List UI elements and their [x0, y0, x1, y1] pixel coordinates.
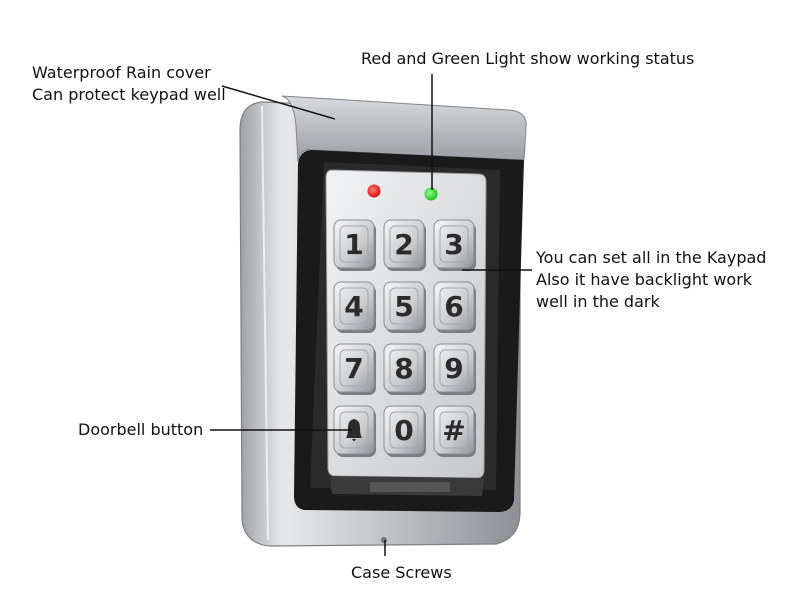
- key-2[interactable]: 2: [383, 219, 426, 271]
- lights-callout-text: Red and Green Light show working status: [361, 49, 695, 68]
- screws-callout: Case Screws: [351, 562, 452, 584]
- key-label: 5: [394, 290, 413, 323]
- key-9[interactable]: 9: [433, 343, 476, 395]
- key-7[interactable]: 7: [333, 343, 376, 395]
- key-label: 7: [344, 352, 363, 385]
- key-hash[interactable]: #: [433, 405, 476, 457]
- keypad-callout-line-3: well in the dark: [536, 292, 660, 311]
- bottom-slot: [370, 482, 450, 492]
- key-label: #: [442, 414, 465, 447]
- keypad-callout: You can set all in the Kaypad Also it ha…: [536, 247, 766, 313]
- key-1[interactable]: 1: [333, 219, 376, 271]
- key-4[interactable]: 4: [333, 281, 376, 333]
- rain-cover-line-1: Waterproof Rain cover: [32, 63, 211, 82]
- keypad-callout-line-1: You can set all in the Kaypad: [536, 248, 767, 267]
- key-label: 6: [444, 290, 463, 323]
- green-led: [424, 187, 438, 201]
- keypad-callout-line-2: Also it have backlight work: [536, 270, 753, 289]
- key-label: 3: [444, 228, 463, 261]
- key-8[interactable]: 8: [383, 343, 426, 395]
- key-label: 0: [394, 414, 413, 447]
- key-6[interactable]: 6: [433, 281, 476, 333]
- key-label: 2: [394, 228, 413, 261]
- red-led: [367, 184, 381, 198]
- bell-icon: [346, 419, 362, 441]
- rain-cover-leader: [221, 85, 336, 120]
- key-label: 8: [394, 352, 413, 385]
- lights-callout: Red and Green Light show working status: [361, 48, 694, 70]
- leader-lines: [210, 74, 532, 556]
- key-bell-icon[interactable]: [333, 405, 376, 457]
- rain-cover-callout: Waterproof Rain cover Can protect keypad…: [32, 62, 226, 106]
- rain-cover-line-2: Can protect keypad well: [32, 85, 226, 104]
- key-0[interactable]: 0: [383, 405, 426, 457]
- key-3[interactable]: 3: [433, 219, 476, 271]
- key-label: 4: [344, 290, 363, 323]
- key-5[interactable]: 5: [383, 281, 426, 333]
- doorbell-callout: Doorbell button: [78, 419, 203, 441]
- case-screw: [381, 537, 387, 543]
- screws-callout-text: Case Screws: [351, 563, 452, 582]
- doorbell-callout-text: Doorbell button: [78, 420, 204, 439]
- key-label: 9: [444, 352, 463, 385]
- key-label: 1: [344, 228, 363, 261]
